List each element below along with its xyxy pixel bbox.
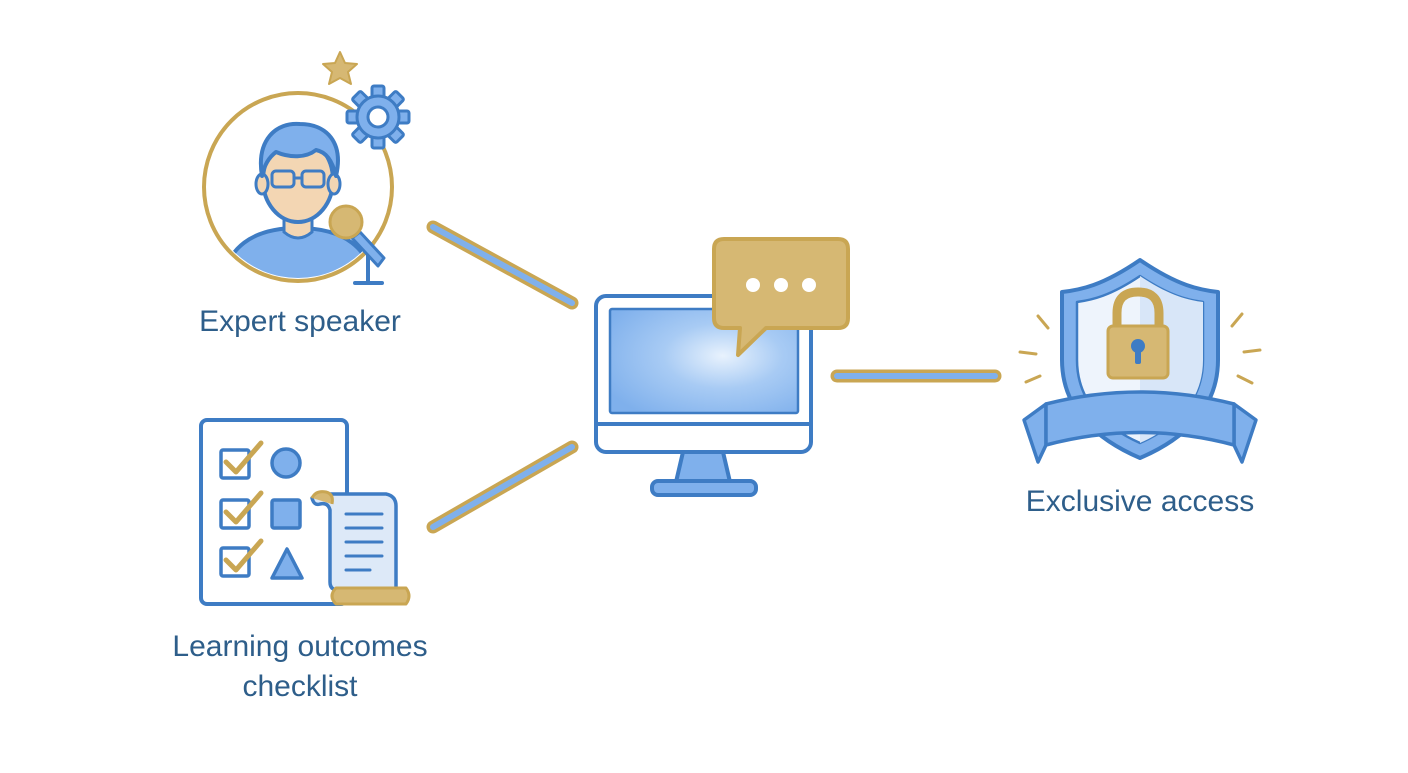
checklist-icon	[199, 418, 411, 606]
checkmark-icon	[223, 440, 264, 573]
exclusive-access-label: Exclusive access	[1025, 485, 1255, 518]
glasses-icon	[270, 169, 326, 189]
learning-outcomes-label-line2: checklist	[242, 670, 358, 703]
sparkle-rays-icon	[1018, 312, 1262, 385]
learning-outcomes-label: Learning outcomes checklist	[130, 627, 470, 707]
microphone-icon	[328, 204, 386, 285]
scroll-document-icon	[310, 490, 411, 606]
connector-checklist-to-hub	[426, 440, 579, 534]
shield-lock-icon	[1018, 258, 1262, 464]
gear-icon	[345, 84, 411, 150]
computer-monitor-chat-icon	[594, 237, 850, 497]
ribbon-banner-icon	[1022, 390, 1258, 464]
learning-outcomes-label-line1: Learning outcomes	[172, 630, 428, 663]
star-icon	[322, 51, 358, 85]
speaker-with-microphone-icon	[202, 51, 411, 285]
lock-icon	[1106, 287, 1170, 380]
chat-bubble-icon	[712, 237, 850, 357]
expert-speaker-label: Expert speaker	[199, 305, 401, 338]
connector-expert-to-hub	[426, 220, 579, 310]
